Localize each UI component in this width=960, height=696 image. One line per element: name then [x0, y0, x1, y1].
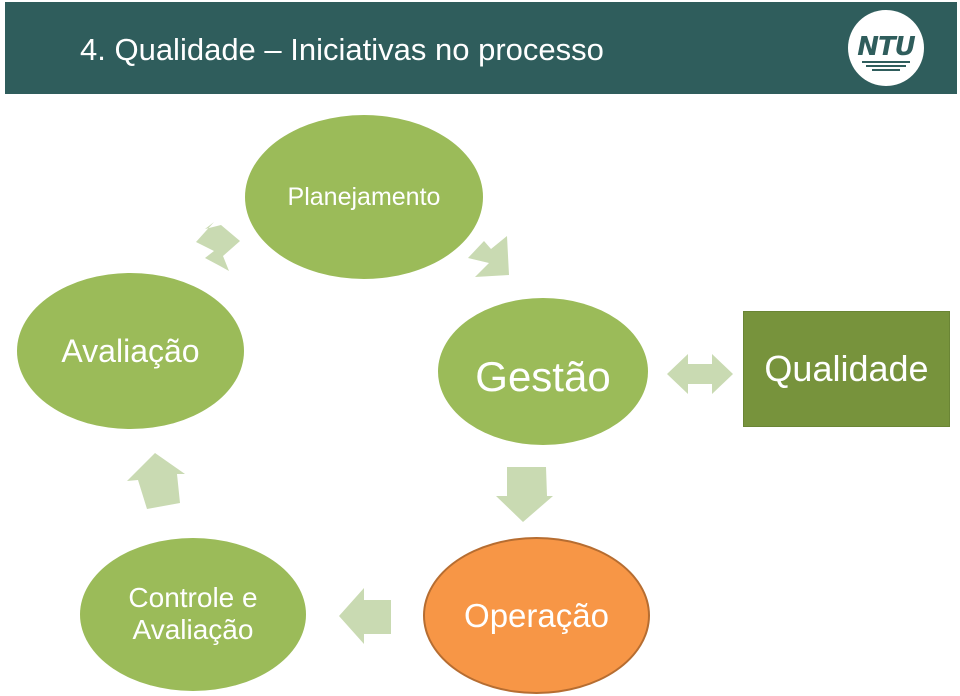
arrow-gestao-qualidade	[667, 354, 733, 394]
node-controle-avaliacao: Controle e Avaliação	[80, 538, 306, 691]
arrow-planejamento-to-gestao	[468, 236, 509, 277]
node-gestao-label: Gestão	[475, 352, 611, 400]
node-planejamento: Planejamento	[245, 115, 483, 279]
ntu-logo: NTU	[848, 10, 924, 86]
box-qualidade-label: Qualidade	[764, 348, 929, 389]
node-operacao-label: Operação	[464, 596, 609, 634]
arrow-controle-to-avaliacao	[127, 453, 185, 509]
arrow-avaliacao-to-planejamento	[196, 222, 240, 271]
logo-text: NTU	[857, 32, 916, 62]
box-qualidade: Qualidade	[743, 311, 950, 427]
node-controle-label: Controle e Avaliação	[128, 581, 258, 645]
node-gestao: Gestão	[438, 298, 648, 445]
arrow-gestao-to-operacao	[496, 467, 553, 522]
arrow-operacao-to-controle	[339, 588, 391, 644]
header-bar: 4. Qualidade – Iniciativas no processo N…	[5, 2, 957, 94]
node-avaliacao: Avaliação	[17, 273, 244, 429]
page-title: 4. Qualidade – Iniciativas no processo	[80, 32, 604, 67]
node-planejamento-label: Planejamento	[287, 182, 441, 211]
node-operacao: Operação	[423, 537, 650, 694]
node-avaliacao-label: Avaliação	[61, 332, 200, 369]
